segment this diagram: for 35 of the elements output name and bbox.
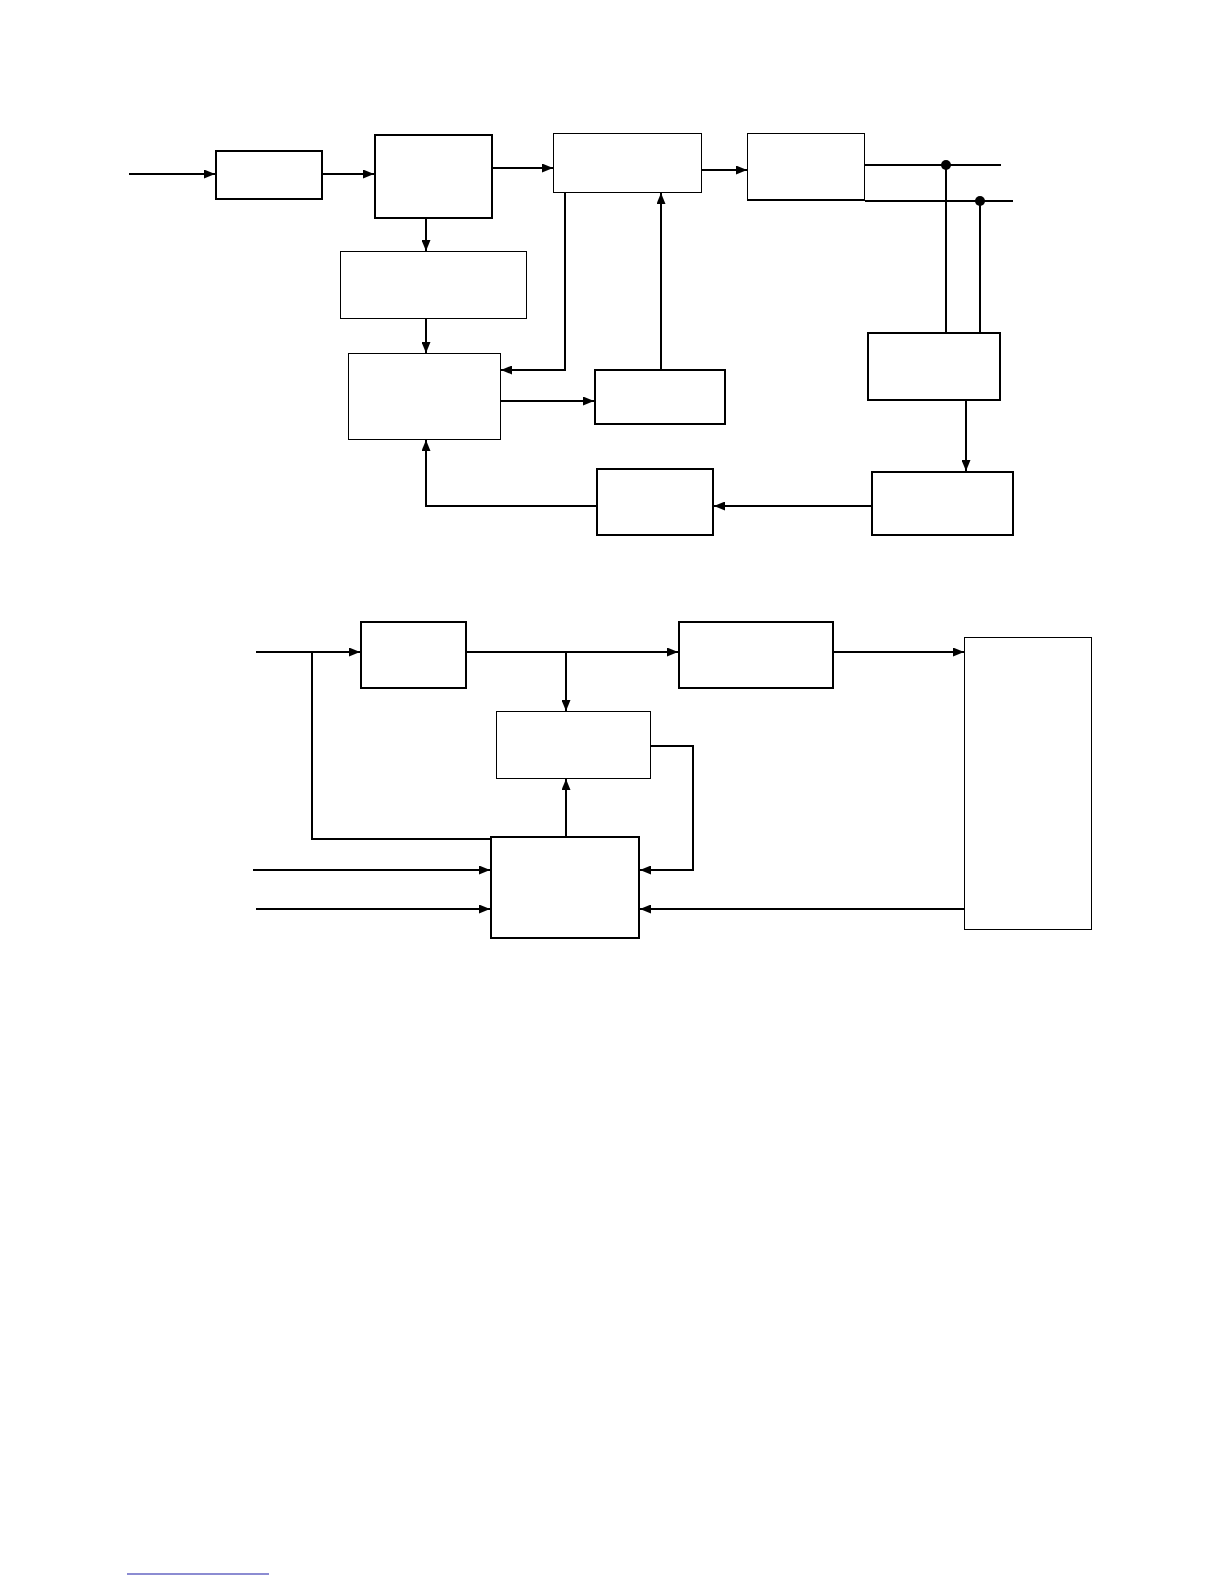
arrow <box>961 400 971 472</box>
connector-line <box>255 651 491 840</box>
process-box <box>594 369 726 425</box>
process-box <box>867 332 1001 401</box>
process-box <box>747 133 865 201</box>
process-box <box>215 150 323 200</box>
arrow <box>128 169 216 179</box>
arrow <box>639 745 694 875</box>
process-box <box>964 637 1092 930</box>
arrow <box>255 904 491 914</box>
arrow <box>322 169 375 179</box>
arrow <box>421 318 431 354</box>
arrow <box>656 192 666 370</box>
arrow <box>421 439 597 507</box>
process-box <box>596 468 714 536</box>
process-box <box>871 471 1014 536</box>
process-box <box>553 133 702 193</box>
arrow <box>500 192 566 375</box>
process-box <box>360 621 467 689</box>
arrow <box>500 396 595 406</box>
arrow <box>252 865 491 875</box>
arrow <box>421 218 431 252</box>
process-box <box>490 836 640 939</box>
process-box <box>374 134 493 219</box>
arrow <box>466 651 571 712</box>
arrow <box>561 778 571 837</box>
process-box <box>496 711 651 779</box>
arrow <box>492 163 554 173</box>
process-box <box>348 353 501 440</box>
arrow <box>713 501 872 511</box>
arrow <box>639 904 965 914</box>
process-box <box>340 251 527 319</box>
process-box <box>678 621 834 689</box>
arrow <box>701 165 748 175</box>
arrow <box>833 647 965 657</box>
